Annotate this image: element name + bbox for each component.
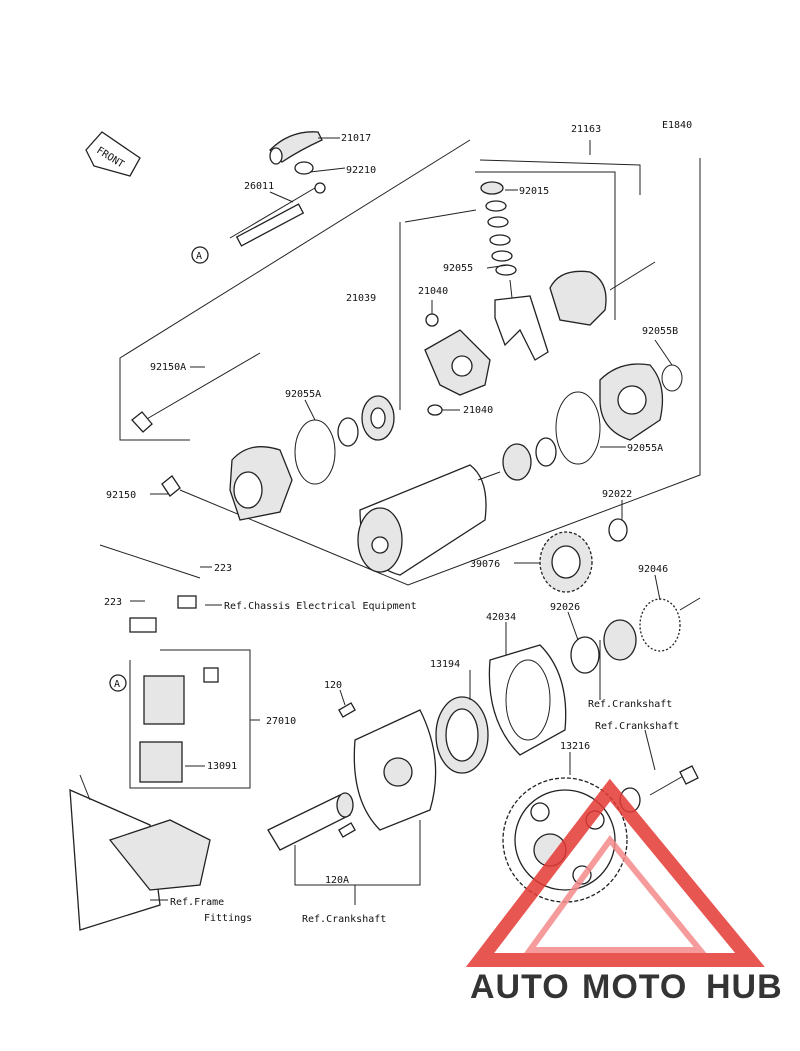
- needle-bearing: [639, 597, 701, 652]
- brush-holder: [424, 313, 491, 416]
- watermark-logo: AUTO MOTO HUB: [465, 778, 783, 1006]
- crankshaft: [267, 792, 354, 851]
- label-21040-bottom: 21040: [463, 405, 493, 416]
- relay-assembly: [99, 544, 260, 789]
- starter-motor: [357, 464, 501, 576]
- label-21017: 21017: [341, 133, 371, 144]
- ref-crankshaft-1: Ref.Crankshaft: [588, 699, 672, 710]
- label-92150A: 92150A: [150, 362, 186, 373]
- watermark-part1: AUTO: [470, 968, 570, 1006]
- callout-a-top-label: A: [196, 251, 202, 262]
- sleeve: [603, 619, 637, 661]
- label-223-b: 223: [104, 597, 122, 608]
- label-92055B: 92055B: [642, 326, 678, 337]
- ref-labels: Ref.Chassis Electrical Equipment Ref.Cra…: [170, 601, 679, 925]
- ref-crankshaft-3: Ref.Crankshaft: [302, 914, 386, 925]
- label-92026: 92026: [550, 602, 580, 613]
- label-21039: 21039: [346, 293, 376, 304]
- label-13091: 13091: [207, 761, 237, 772]
- bolt-120: [338, 702, 356, 718]
- rear-housing: [599, 363, 664, 441]
- front-cover: [229, 446, 293, 521]
- washer-92026: [570, 636, 600, 674]
- part-labels: 21017 92210 26011 21163 92015 92055 2103…: [104, 124, 678, 886]
- end-cover: [549, 270, 607, 326]
- nut-92210: [294, 161, 314, 175]
- label-92046: 92046: [638, 564, 668, 575]
- label-21163: 21163: [571, 124, 601, 135]
- label-21040-top: 21040: [418, 286, 448, 297]
- label-39076: 39076: [470, 559, 500, 570]
- boot-21017: [269, 131, 323, 165]
- brush-plate: [494, 295, 549, 361]
- callout-a-bottom-label: A: [114, 679, 120, 690]
- label-13194: 13194: [430, 659, 460, 670]
- label-92015: 92015: [519, 186, 549, 197]
- starter-cable-26011: [229, 182, 326, 247]
- label-120A: 120A: [325, 875, 349, 886]
- label-26011: 26011: [244, 181, 274, 192]
- callout-a-top: [191, 246, 209, 264]
- bolt-92150: [161, 475, 181, 497]
- assembly-frame-lines: [119, 139, 701, 586]
- label-27010: 27010: [266, 716, 296, 727]
- gear-39076: [539, 531, 593, 593]
- label-92055A-left: 92055A: [285, 389, 321, 400]
- watermark-triangle-icon: [465, 778, 765, 967]
- ref-crankshaft-2: Ref.Crankshaft: [595, 721, 679, 732]
- label-223-a: 223: [214, 563, 232, 574]
- label-92022: 92022: [602, 489, 632, 500]
- bolt-crank: [649, 765, 699, 796]
- diagram-code: E1840: [662, 120, 692, 131]
- clutch-hub: [353, 709, 437, 831]
- ref-frame-1: Ref.Frame: [170, 897, 224, 908]
- frame-fittings: [69, 774, 211, 931]
- label-92210: 92210: [346, 165, 376, 176]
- nut-stack: [480, 181, 517, 299]
- watermark-part2: MOTO: [582, 968, 687, 1006]
- cover-42034: [488, 644, 567, 756]
- watermark-part3: HUB: [706, 968, 783, 1006]
- label-92055: 92055: [443, 263, 473, 274]
- oring-92055A-right: [555, 391, 601, 465]
- oring-92055A-left: [294, 419, 336, 485]
- label-120: 120: [324, 680, 342, 691]
- ref-chassis: Ref.Chassis Electrical Equipment: [224, 601, 417, 612]
- bearing-right: [502, 443, 532, 481]
- label-92150: 92150: [106, 490, 136, 501]
- label-42034: 42034: [486, 612, 516, 623]
- front-arrow: FRONT: [85, 131, 141, 177]
- bolt-92150A: [131, 352, 261, 433]
- washer: [337, 417, 359, 447]
- callout-a-bottom: [109, 674, 127, 692]
- leader-lines: [130, 137, 673, 905]
- washer-92022: [608, 518, 628, 542]
- ref-frame-2: Fittings: [204, 913, 252, 924]
- label-13216: 13216: [560, 741, 590, 752]
- bolt-120A: [338, 822, 356, 838]
- label-92055A-right: 92055A: [627, 443, 663, 454]
